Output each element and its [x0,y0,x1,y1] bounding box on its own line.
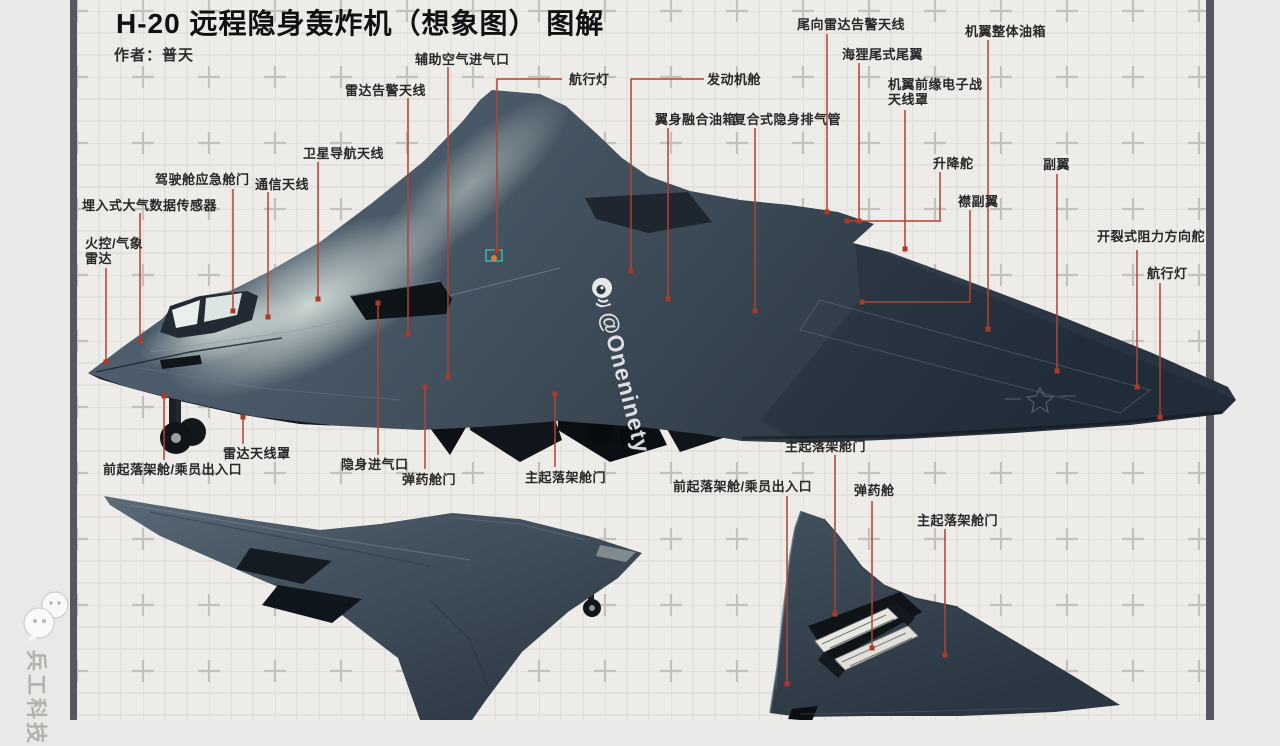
leader-dot-nav-light-right [1157,414,1163,420]
leader-line-flaperon [862,210,971,303]
center-watermark: @Oneninety [586,274,656,456]
infographic-canvas: 辅助空气进气口雷达告警天线卫星导航天线通信天线驾驶舱应急舱门埋入式大气数据传感器… [22,0,1236,746]
page-title: H-20 远程隐身轰炸机（想象图） 图解 [116,8,605,39]
leader-dot-front-gear-bay-main [161,393,167,399]
corner-watermark-text: 兵工科技 [24,650,47,746]
leader-dot-flush-air-data-sensor [137,338,143,344]
leader-dot-fire-control-weather-radar [103,359,109,365]
scene-illustration [70,0,1236,720]
leader-line-nav-light-top [496,78,562,251]
leader-dot-satnav-antenna [315,296,321,302]
frame-bar-left [70,0,77,720]
leader-dot-aileron [1054,368,1060,374]
chat-bubbles-icon [23,591,69,641]
page-author: 作者：普天 [114,47,195,64]
leader-dot-wing-integral-fuel-tank [985,326,991,332]
leader-dot-engine-nacelle [628,268,634,274]
aircraft-rear-view [104,496,642,720]
leader-dot-comm-antenna [265,314,271,320]
leader-dot-tail-radar-warning-antenna [824,209,830,215]
frame-bar-right [1206,0,1214,720]
corner-watermark: 兵工科技 [22,588,82,746]
leader-dot-nav-light-top [494,248,500,254]
leader-dot-split-drag-rudder [1134,384,1140,390]
leader-dot-leading-edge-ew-radome [902,246,908,252]
leader-dot-composite-stealth-exhaust [752,308,758,314]
leader-dot-bomb-bay-under [869,645,875,651]
leader-dot-blended-wing-fuel-tank [665,296,671,302]
aircraft-main-view [88,90,1236,462]
leader-dot-elevator [844,218,850,224]
leader-dot-stealth-intake [375,300,381,306]
weibo-eye-icon [592,277,613,308]
leader-dot-main-gear-door-under-top [832,611,838,617]
leader-dot-radome [240,414,246,420]
leader-dot-bomb-bay-door-main [422,384,428,390]
leader-dot-front-gear-bay-under [784,681,790,687]
leader-dot-cockpit-emergency-hatch [230,308,236,314]
leader-line-engine-nacelle [630,78,704,271]
leader-line-elevator [847,172,941,222]
leader-dot-flaperon [859,299,865,305]
leader-line-layer [103,34,1163,687]
leader-dot-radar-warning-antenna [405,331,411,337]
leader-dot-aux-air-intake [445,374,451,380]
leader-dot-main-gear-door-main [552,391,558,397]
leader-dot-main-gear-door-under-bottom [942,652,948,658]
